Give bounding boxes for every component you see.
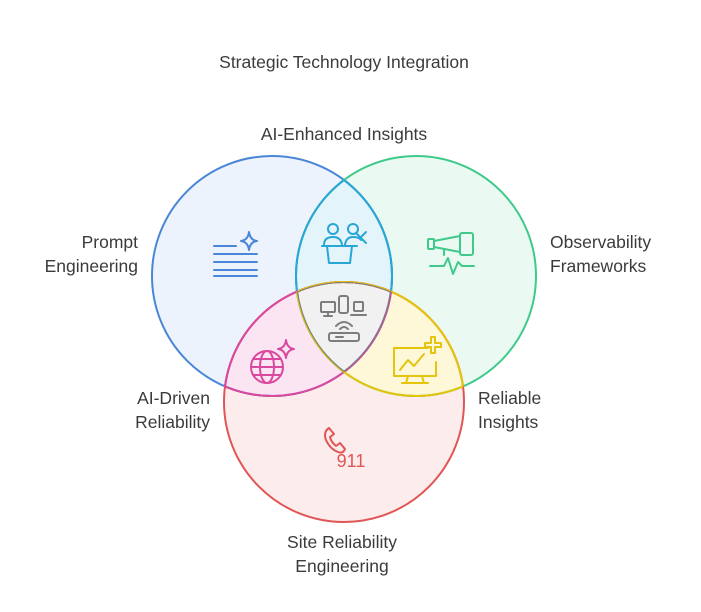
globe-sparkle-icon: [250, 339, 295, 384]
telescope-heartbeat-icon: [427, 232, 475, 275]
overlay-arc-a-in-b: [296, 156, 393, 396]
label-ai-driven-reliability: AI-Driven Reliability: [135, 386, 210, 434]
label-line: Reliable: [478, 388, 542, 408]
label-line: Observability: [550, 232, 652, 252]
label-line: Engineering: [295, 556, 389, 576]
emergency-number-text: 911: [337, 451, 366, 471]
phone-icon: [324, 427, 346, 454]
label-line: Reliability: [135, 412, 210, 432]
label-ai-enhanced-insights: AI-Enhanced Insights: [260, 124, 428, 144]
label-site-reliability-engineering: Site Reliability Engineering: [0, 530, 684, 578]
label-observability-frameworks: Observability Frameworks: [550, 230, 651, 278]
chart-monitor-plus-icon: [393, 336, 442, 384]
overlay-arc-b-in-a: [295, 156, 392, 396]
label-line: AI-Driven: [137, 388, 210, 408]
overlay-arc-a-in-c: [224, 282, 393, 397]
label-line: Insights: [478, 412, 539, 432]
devices-network-icon: [320, 295, 367, 342]
label-prompt-engineering: Prompt Engineering: [45, 230, 138, 278]
label-line: Frameworks: [550, 256, 647, 276]
overlay-arc-b-in-c: [295, 282, 464, 397]
document-lines-sparkle-icon: [213, 231, 258, 277]
presenter-podium-icon: [321, 223, 367, 264]
overlap-ai-driven-reliability: [224, 282, 392, 396]
label-line: Site Reliability: [287, 532, 397, 552]
label-line: Engineering: [44, 256, 138, 276]
overlap-reliable-insights: [296, 282, 464, 396]
label-reliable-insights: Reliable Insights: [478, 386, 541, 434]
diagram-title: Strategic Technology Integration: [219, 52, 469, 72]
phone-911-icon: 911: [324, 427, 366, 471]
label-line: Prompt: [81, 232, 138, 252]
